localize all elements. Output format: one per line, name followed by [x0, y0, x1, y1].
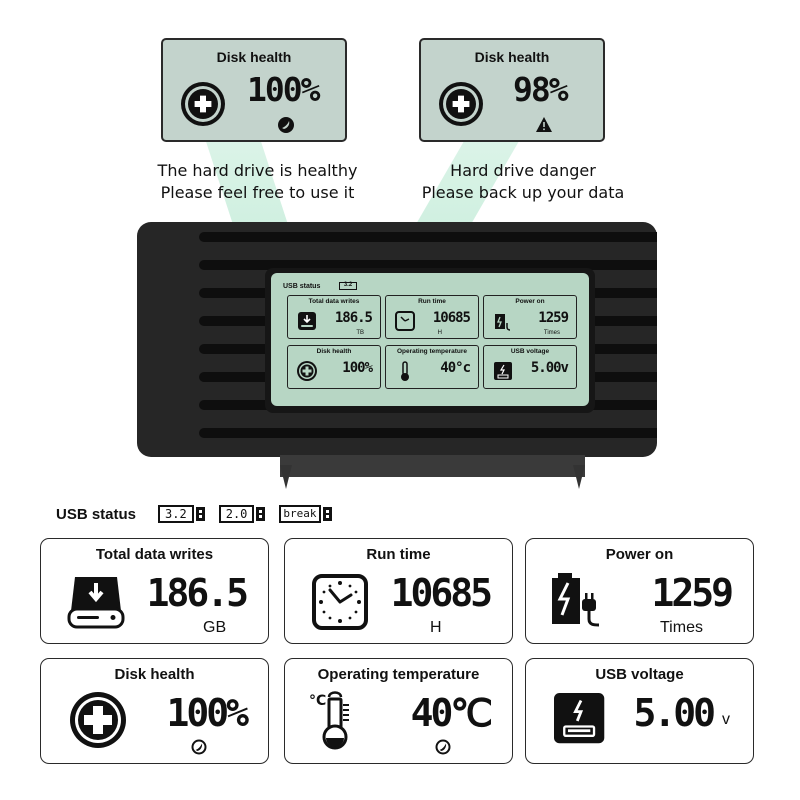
cell-unit: TB — [356, 330, 364, 336]
card-unit: H — [430, 619, 442, 636]
thermometer-icon — [401, 361, 409, 381]
cell-value: 1259 — [538, 310, 569, 326]
heatsink-fin — [199, 260, 657, 270]
ok-icon — [191, 739, 207, 755]
usb-status-label: USB status — [283, 283, 321, 290]
cell-value: 10685 — [432, 310, 471, 326]
battery-plug-icon — [495, 314, 511, 331]
healthy-caption-line2: Please feel free to use it — [160, 183, 355, 202]
clock-icon — [395, 311, 415, 331]
card-unit: v — [722, 711, 730, 728]
heatsink-fin — [199, 232, 657, 242]
screen-cell-disk-health: Disk health 100% — [287, 345, 381, 389]
health-value: 100% — [247, 70, 320, 109]
card-unit: GB — [203, 619, 227, 636]
svg-text:°C: °C — [309, 693, 326, 709]
card-title: USB voltage — [595, 666, 684, 683]
cell-title: Run time — [418, 298, 446, 305]
cell-title: Disk health — [316, 348, 352, 355]
usb-status-legend: USB status 3.2 2.0 break — [56, 503, 346, 525]
connector-pin — [280, 465, 292, 489]
clock-icon — [312, 574, 368, 630]
screen-cell-run-time: Run time 10685 H — [385, 295, 479, 339]
danger-caption-line2: Please back up your data — [421, 183, 625, 202]
card-title: Power on — [605, 546, 674, 563]
screen-cell-power-on: Power on 1259 Times — [483, 295, 577, 339]
usb-plug-icon — [195, 507, 205, 521]
screen-cell-total-writes: Total data writes 186.5 TB — [287, 295, 381, 339]
cell-title: Total data writes — [308, 298, 360, 305]
usb-badge-label: break — [279, 505, 321, 523]
health-cross-icon — [297, 361, 317, 381]
ok-icon — [278, 117, 294, 133]
usb-badge-break: break — [279, 505, 332, 523]
usb-plug-icon — [322, 507, 332, 521]
cell-value: 100% — [342, 360, 373, 376]
device-lcd-screen: USB status 3.2 Total data writes 186.5 T… — [271, 273, 589, 406]
card-value: 40℃ — [410, 691, 493, 735]
hard-drive-download-icon — [298, 312, 316, 330]
usb-power-icon — [554, 693, 605, 744]
usb-status-label: USB status — [56, 505, 137, 523]
screen-cell-usb-voltage: USB voltage 5.00v — [483, 345, 577, 389]
danger-caption: Hard drive danger Please back up your da… — [398, 160, 648, 204]
cell-title: Operating temperature — [396, 348, 468, 355]
usb-badge-label: 2.0 — [218, 505, 255, 523]
disk-health-danger-panel: Disk health 98% — [419, 38, 605, 142]
hard-drive-download-icon — [67, 577, 125, 629]
health-value: 98% — [513, 70, 569, 109]
healthy-caption-line1: The hard drive is healthy — [157, 161, 358, 180]
card-value: 10685 — [390, 571, 493, 615]
card-operating-temperature: Operating temperature °C 40℃ — [284, 658, 513, 764]
battery-plug-icon — [552, 573, 600, 627]
card-unit: Times — [660, 619, 703, 636]
card-total-data-writes: Total data writes 186.5 GB — [40, 538, 269, 644]
card-power-on: Power on 1259 Times — [525, 538, 754, 644]
card-value: 5.00 — [633, 691, 715, 735]
cell-value: 5.00v — [530, 360, 569, 376]
health-cross-icon — [181, 82, 225, 126]
sata-connector — [280, 455, 585, 489]
usb-plug-icon — [256, 507, 266, 521]
card-title: Run time — [366, 546, 431, 563]
screen-cell-temperature: Operating temperature 40°c — [385, 345, 479, 389]
usb-status-badge: 3.2 — [339, 282, 357, 290]
ok-icon — [435, 739, 451, 755]
connector-pin — [573, 465, 585, 489]
card-value: 186.5 — [146, 571, 249, 615]
card-title: Disk health — [114, 666, 195, 683]
card-title: Operating temperature — [317, 666, 480, 683]
disk-health-healthy-panel: Disk health 100% — [161, 38, 347, 142]
panel-title: Disk health — [216, 49, 292, 65]
cell-title: USB voltage — [510, 348, 550, 355]
heatsink-fin — [199, 428, 657, 438]
panel-title: Disk health — [474, 49, 550, 65]
thermometer-icon: °C — [309, 691, 349, 750]
cell-unit: H — [437, 330, 442, 336]
cell-unit: Times — [543, 330, 560, 336]
usb-badge-label: 3.2 — [158, 505, 194, 523]
health-cross-icon — [439, 82, 483, 126]
health-cross-icon — [70, 692, 126, 748]
card-value: 100% — [166, 691, 248, 735]
cell-value: 40°c — [440, 360, 471, 376]
card-title: Total data writes — [95, 546, 214, 563]
usb-badge-3-2: 3.2 — [158, 505, 205, 523]
cell-title: Power on — [515, 298, 545, 305]
cell-value: 186.5 — [334, 310, 373, 326]
card-disk-health: Disk health 100% — [40, 658, 269, 764]
usb-power-icon — [494, 362, 512, 380]
card-usb-voltage: USB voltage 5.00 v — [525, 658, 754, 764]
healthy-caption: The hard drive is healthy Please feel fr… — [140, 160, 375, 204]
usb-badge-2-0: 2.0 — [218, 505, 266, 523]
danger-caption-line1: Hard drive danger — [450, 161, 596, 180]
warning-icon — [536, 117, 552, 132]
card-run-time: Run time 10685 H — [284, 538, 513, 644]
card-value: 1259 — [651, 571, 733, 615]
